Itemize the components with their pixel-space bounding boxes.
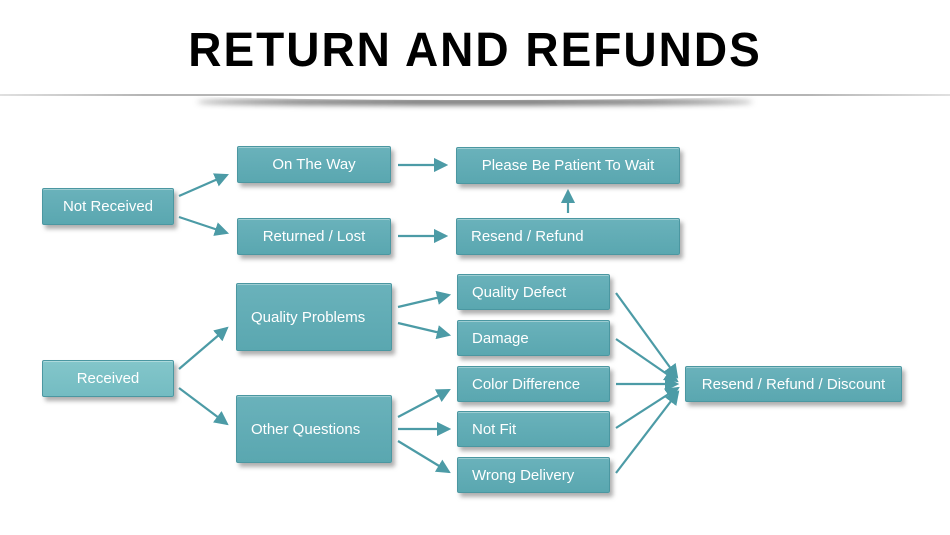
- node-received-label: Received: [76, 370, 140, 387]
- node-damage: Damage: [457, 320, 610, 356]
- node-resend-refund-discount-label: Resend / Refund / Discount: [701, 375, 886, 393]
- node-please-be-patient-to-wait-label: Please Be Patient To Wait: [481, 157, 655, 174]
- node-received: Received: [42, 360, 174, 397]
- arrow-other-questions-to-wrong-delivery: [397, 440, 451, 474]
- arrow-received-to-quality-problems: [178, 326, 229, 370]
- node-not-received: Not Received: [42, 188, 174, 225]
- node-not-received-label: Not Received: [62, 198, 154, 215]
- node-not-fit-label: Not Fit: [472, 420, 517, 438]
- node-quality-problems: Quality Problems: [236, 283, 392, 351]
- node-returned-lost-label: Returned / Lost: [262, 228, 366, 245]
- node-resend-refund-discount: Resend / Refund / Discount: [685, 366, 902, 402]
- node-please-be-patient-to-wait: Please Be Patient To Wait: [456, 147, 680, 184]
- page-title: RETURN AND REFUNDS: [188, 21, 762, 77]
- node-other-questions-label: Other Questions: [251, 420, 361, 438]
- arrow-not-fit-to-rrd: [615, 386, 680, 429]
- arrow-quality-problems-to-damage: [397, 321, 452, 340]
- arrow-quality-problems-to-quality-defect: [397, 290, 452, 309]
- divider: [0, 94, 950, 100]
- node-on-the-way: On The Way: [237, 146, 391, 183]
- node-color-difference: Color Difference: [457, 366, 610, 402]
- node-on-the-way-label: On The Way: [272, 156, 356, 173]
- node-color-difference-label: Color Difference: [472, 375, 581, 393]
- arrow-not-received-to-returned-lost: [178, 215, 230, 236]
- node-not-fit: Not Fit: [457, 411, 610, 447]
- arrow-not-received-to-on-the-way: [178, 173, 229, 198]
- node-resend-refund-label: Resend / Refund: [471, 228, 584, 245]
- arrow-received-to-other-questions: [178, 387, 229, 426]
- node-quality-problems-label: Quality Problems: [251, 308, 366, 326]
- node-resend-refund: Resend / Refund: [456, 218, 680, 255]
- arrow-quality-defect-to-rrd: [615, 292, 679, 379]
- arrow-other-questions-to-color-difference: [397, 388, 451, 418]
- node-quality-defect: Quality Defect: [457, 274, 610, 310]
- divider-line: [0, 94, 950, 96]
- arrow-wrong-delivery-to-rrd: [615, 390, 680, 474]
- node-wrong-delivery: Wrong Delivery: [457, 457, 610, 493]
- node-quality-defect-label: Quality Defect: [472, 283, 567, 301]
- divider-shadow: [195, 90, 755, 100]
- node-returned-lost: Returned / Lost: [237, 218, 391, 255]
- node-wrong-delivery-label: Wrong Delivery: [472, 466, 575, 484]
- node-other-questions: Other Questions: [236, 395, 392, 463]
- node-damage-label: Damage: [472, 329, 529, 347]
- arrow-damage-to-rrd: [615, 338, 679, 383]
